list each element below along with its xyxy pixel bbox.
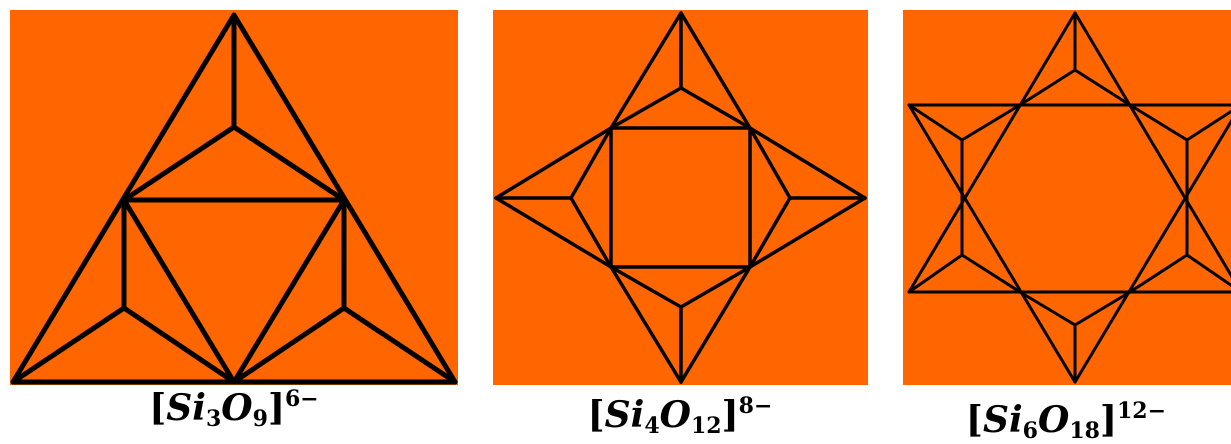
si4o12-top-edge [679,86,752,130]
si6o18-diagram [903,10,1231,385]
si6o18-upper-left-edge [960,103,1022,142]
si6o18-upper-right-edge [1185,109,1231,142]
si6o18-top-edge [1018,68,1077,107]
si3o9-svg [10,10,458,385]
si6o18-upper-right-edge [1128,103,1189,142]
si4o12-right-edge [748,126,792,200]
si6o18-formula: [Si6O18]12− [965,398,1167,444]
si6o18-lower-left-edge [960,253,1022,294]
si6o18-lower-right-edge [1185,253,1231,287]
si6o18-lower-left-edge [907,253,964,294]
si3o9-right-edge [231,305,347,385]
si6o18-lower-right-edge [1128,253,1189,294]
si6o18-bottom-edge [1018,290,1077,327]
si4o12-diagram [493,10,868,385]
si4o12-right-edge [748,196,792,269]
si3o9-inner-triangle [121,197,347,385]
si6o18-svg [903,10,1231,385]
si4o12-svg [493,10,868,385]
si4o12-formula: [Si4O12]8− [587,393,773,439]
si6o18-bottom-edge [1073,290,1132,327]
si3o9-diagram [10,10,458,385]
si6o18-down-triangle [907,103,1231,384]
si3o9-left-edge [10,305,127,385]
si6o18-background [903,10,1231,385]
si6o18-up-triangle [907,11,1231,294]
si6o18-upper-left-edge [907,103,964,142]
si4o12-top-edge [609,86,683,130]
si6o18-top-edge [1073,68,1132,107]
si4o12-bottom-edge [679,265,752,309]
si3o9-top-edge [231,124,347,203]
si3o9-left-edge [121,305,237,385]
si4o12-bottom-edge [609,265,683,309]
si4o12-left-edge [569,196,613,269]
si3o9-right-edge [341,305,458,385]
si3o9-formula: [Si3O9]6− [149,386,319,432]
si4o12-left-edge [569,126,613,200]
si3o9-top-edge [121,124,237,203]
